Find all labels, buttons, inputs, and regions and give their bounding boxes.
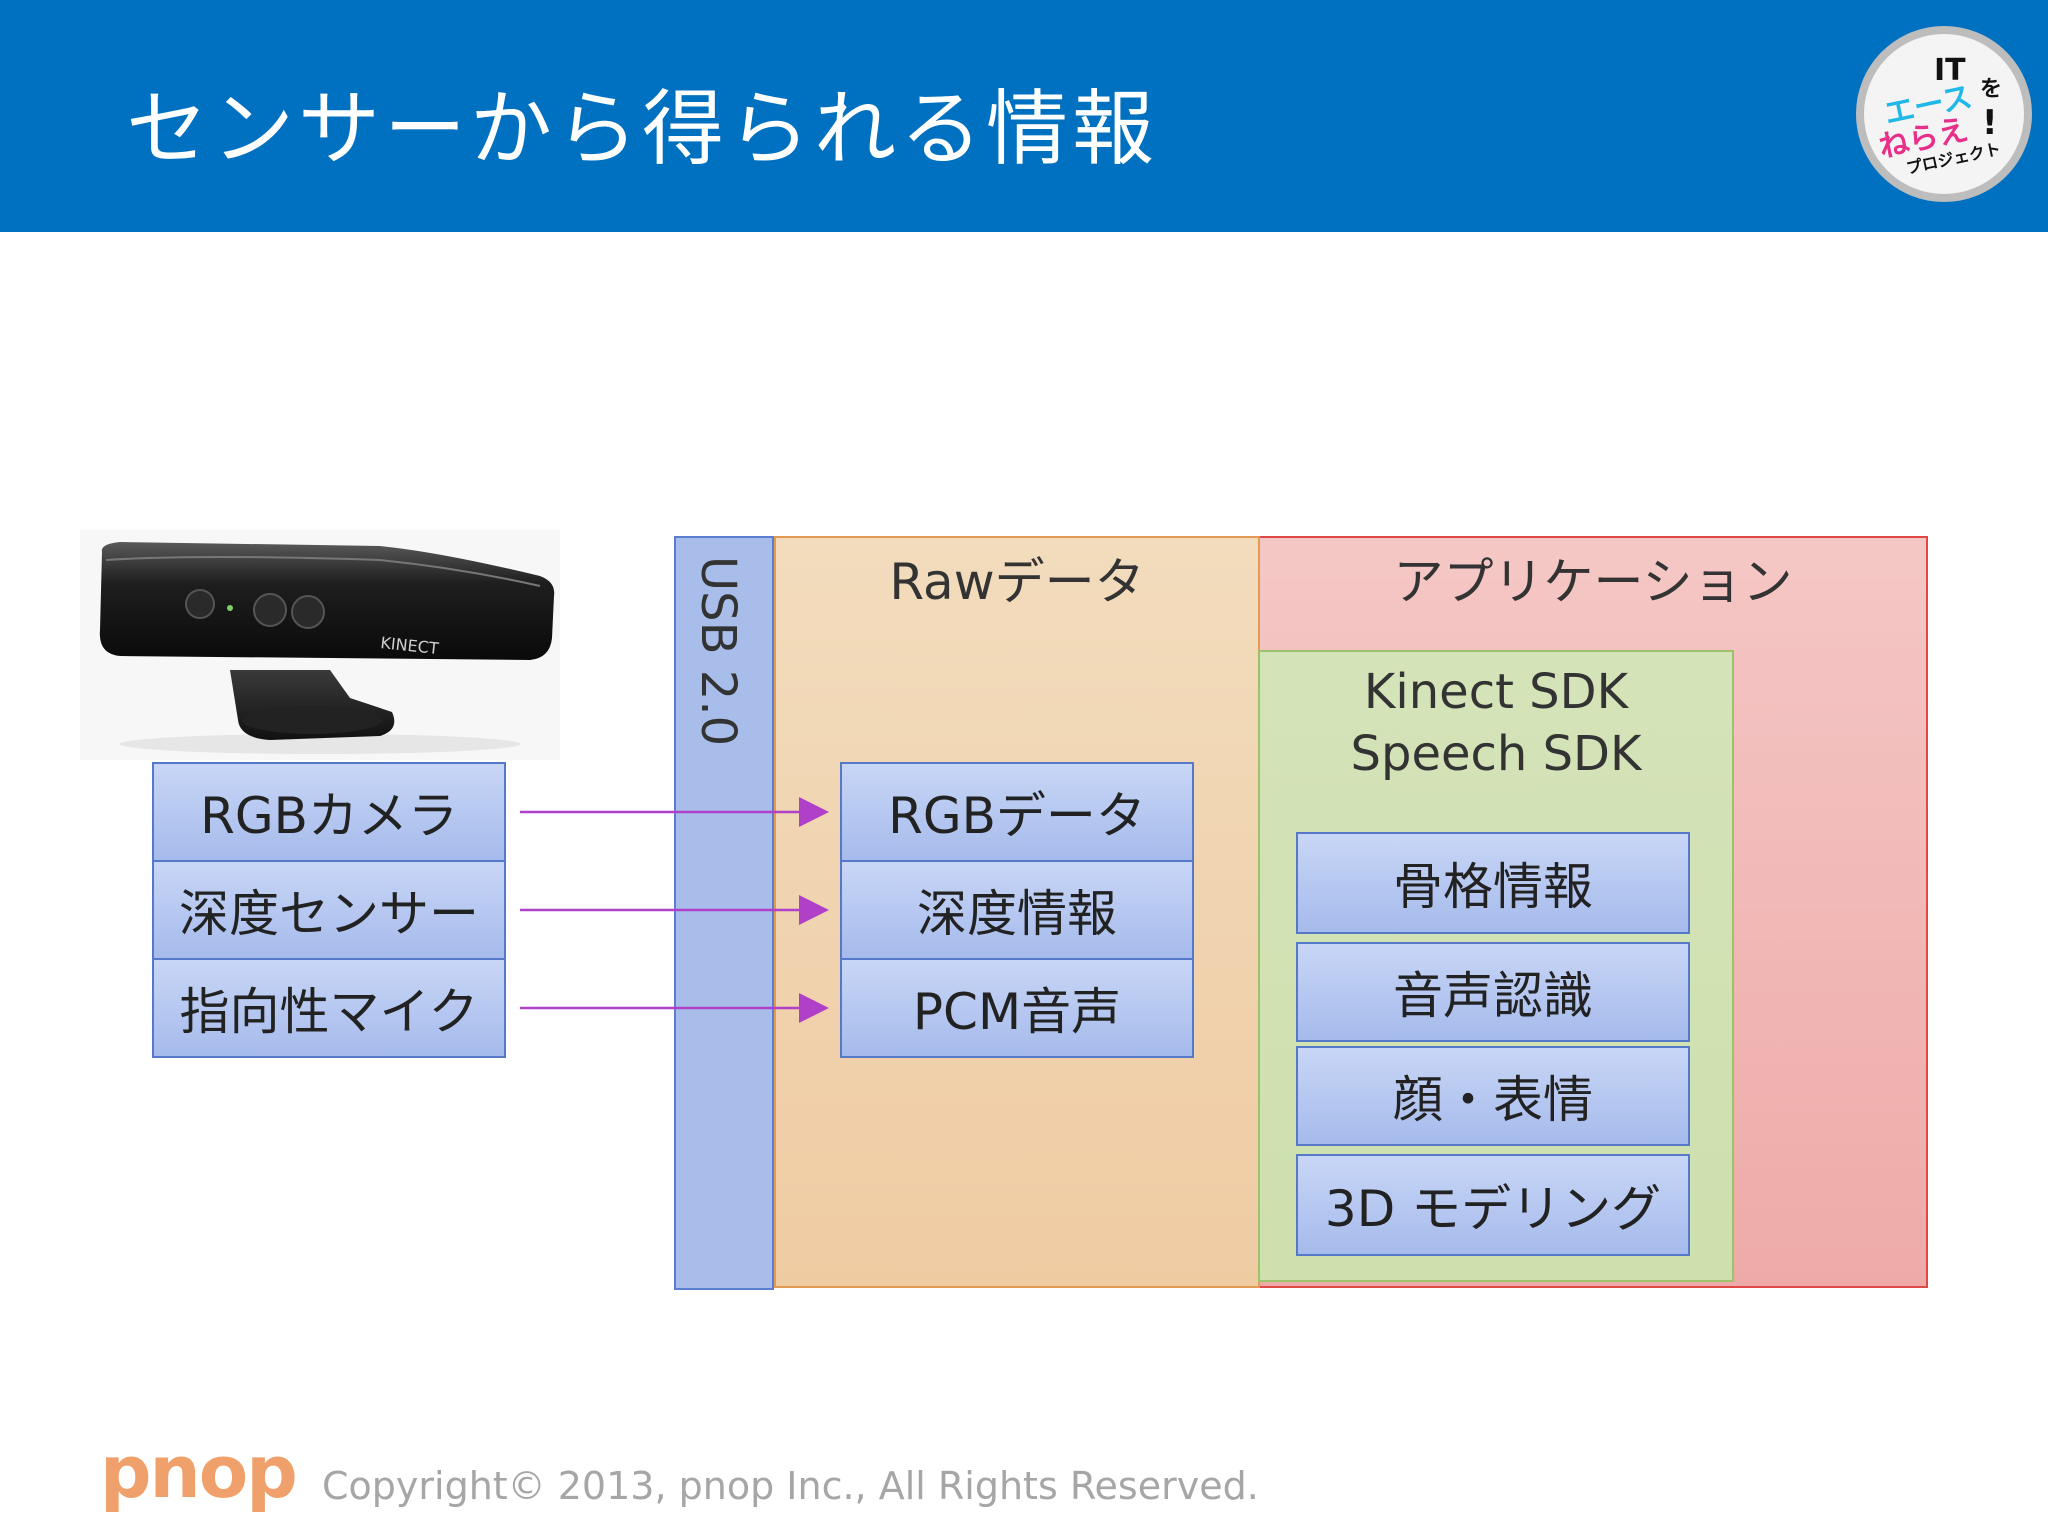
logo-mark: ! (1982, 103, 1998, 143)
feature-face-expression: 顔・表情 (1296, 1046, 1690, 1146)
slide-header: センサーから得られる情報 IT エース を ねらえ ! プロジェクト (0, 0, 2048, 232)
feature-skeleton: 骨格情報 (1296, 832, 1690, 934)
application-title: アプリケーション (1393, 553, 1793, 611)
sensor-rgb-camera: RGBカメラ (152, 762, 506, 862)
kinect-device-image: KINECT (80, 530, 560, 760)
sdk-line1: Kinect SDK (1363, 664, 1629, 720)
logo-line1: IT (1934, 53, 1966, 88)
raw-rgb-data: RGBデータ (840, 762, 1194, 862)
pnop-logo: pnop (100, 1430, 298, 1514)
feature-3d-modeling: 3D モデリング (1296, 1154, 1690, 1256)
page-title: センサーから得られる情報 (126, 82, 1159, 177)
sensor-microphone: 指向性マイク (152, 958, 506, 1058)
sdk-line2: Speech SDK (1350, 726, 1642, 782)
raw-pcm-audio: PCM音声 (840, 958, 1194, 1058)
usb-column (674, 536, 774, 1290)
it-ace-project-logo: IT エース を ねらえ ! プロジェクト (1856, 26, 2032, 202)
sensor-depth: 深度センサー (152, 860, 506, 960)
logo-side: を (1980, 77, 2002, 102)
copyright-text: Copyright© 2013, pnop Inc., All Rights R… (322, 1464, 1259, 1508)
raw-data-title: Rawデータ (889, 553, 1145, 611)
feature-speech-recognition: 音声認識 (1296, 942, 1690, 1042)
